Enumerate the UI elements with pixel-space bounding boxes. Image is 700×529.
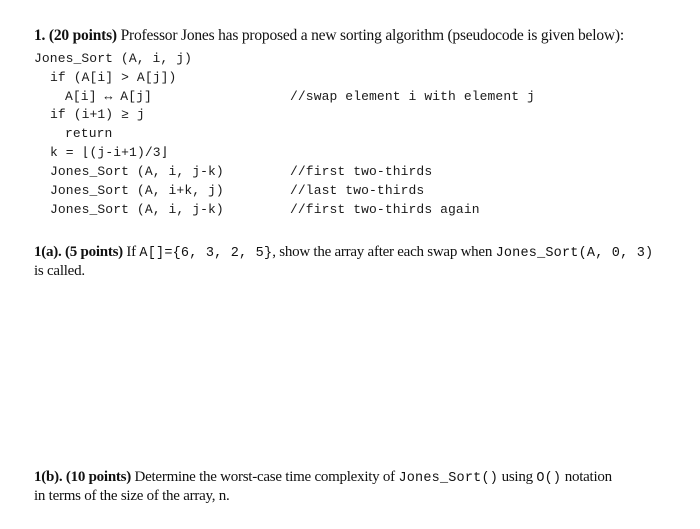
code-line-4: if (i+1) ≥ j [50,107,145,122]
code-comment-first-two-thirds-again: //first two-thirds again [290,202,480,217]
part-a-label: 1(a). (5 points) [34,244,123,260]
code-line-8: Jones_Sort (A, i+k, j) [50,183,224,198]
code-line-6: k = ⌊(j-i+1)/3⌋ [50,145,169,160]
code-line-3: A[i] ↔ A[j] [65,89,152,104]
part-a-text: , show the array after each swap when [272,244,496,260]
code-line-2: if (A[i] > A[j]) [50,70,177,85]
part-a-array-code: A[]={6, 3, 2, 5} [139,246,273,261]
code-line-1: Jones_Sort (A, i, j) [34,51,193,66]
part-b-text: notation [561,469,612,485]
question-intro: Professor Jones has proposed a new sorti… [116,27,625,44]
part-b-text: using [498,469,537,485]
part-b-line-1: 1(b). (10 points) Determine the worst-ca… [34,468,612,488]
code-comment-first-two-thirds: //first two-thirds [290,164,433,179]
part-a-text: If [122,244,140,260]
part-b-line-2: in terms of the size of the array, n. [34,488,230,504]
code-line-5: return [65,126,113,141]
part-a-line-2: is called. [34,263,85,279]
code-line-9: Jones_Sort (A, i, j-k) [50,202,224,217]
question-points-label: 1. (20 points) [34,27,117,44]
question-heading: 1. (20 points) Professor Jones has propo… [34,27,624,45]
part-b-label: 1(b). (10 points) [34,469,132,485]
part-b-notation-code: O() [536,471,562,486]
code-comment-swap: //swap element i with element j [290,89,535,104]
part-a-line-1: 1(a). (5 points) If A[]={6, 3, 2, 5}, sh… [34,243,653,263]
code-line-7: Jones_Sort (A, i, j-k) [50,164,224,179]
part-a-call-code: Jones_Sort(A, 0, 3) [495,246,654,261]
part-b-func-code: Jones_Sort() [398,471,499,486]
code-comment-last-two-thirds: //last two-thirds [290,183,425,198]
part-b-text: Determine the worst-case time complexity… [131,469,399,485]
